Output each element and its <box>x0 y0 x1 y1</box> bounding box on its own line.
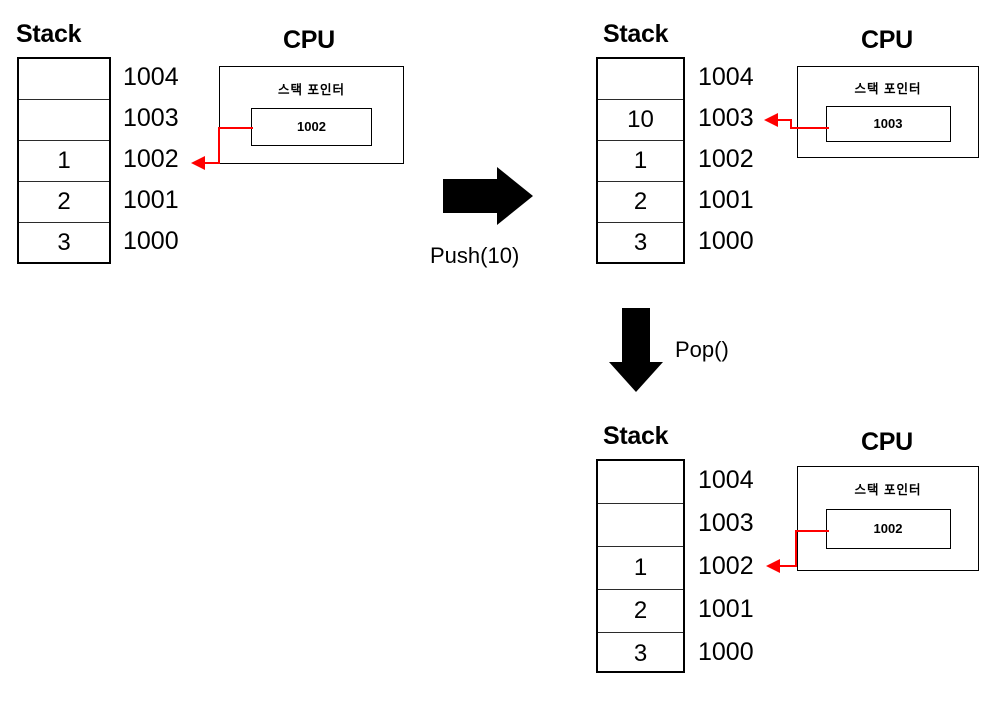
stack-cell: 1 <box>19 141 109 182</box>
stack-cell <box>598 504 683 547</box>
state-before-cpu-title: CPU <box>283 26 335 54</box>
pop-transition-label: Pop() <box>675 337 729 362</box>
state-after-push-stack-table: 10 1 2 3 <box>596 57 685 264</box>
stack-pointer-label: 스택 포인터 <box>854 82 922 96</box>
stack-cell: 3 <box>57 229 71 256</box>
state-after-pop-cpu-title: CPU <box>861 428 913 456</box>
state-after-push-cpu-title: CPU <box>861 26 913 54</box>
address-label: 1004 <box>698 63 754 91</box>
stack-pointer-label: 스택 포인터 <box>278 83 345 97</box>
state-after-push-cpu-box: 스택 포인터 1003 <box>797 66 979 158</box>
stack-pointer-register: 1002 <box>251 108 372 146</box>
address-label: 1000 <box>698 227 754 255</box>
address-label: 1003 <box>123 104 179 132</box>
stack-cell: 2 <box>598 590 683 633</box>
stack-cell: 10 <box>598 100 683 141</box>
stack-pointer-register: 1002 <box>825 509 951 549</box>
address-label: 1000 <box>698 638 754 666</box>
push-transition-label: Push(10) <box>430 243 520 268</box>
stack-cell: 3 <box>633 640 648 667</box>
stack-cell: 1 <box>598 141 683 182</box>
state-before-stack-title: Stack <box>16 20 82 48</box>
stack-cell: 1 <box>598 547 683 590</box>
block-arrow-down-icon <box>609 308 663 392</box>
address-label: 1002 <box>698 552 754 580</box>
stack-cell <box>598 59 683 100</box>
address-label: 1003 <box>698 104 754 132</box>
address-label: 1000 <box>123 227 179 255</box>
address-label: 1001 <box>123 186 179 214</box>
address-label: 1004 <box>123 63 179 91</box>
state-after-pop-cpu-box: 스택 포인터 1002 <box>797 466 979 571</box>
state-after-pop-stack-title: Stack <box>603 422 669 450</box>
state-before-stack-table: 1 2 3 <box>17 57 111 264</box>
block-arrow-right-icon <box>443 167 533 225</box>
address-label: 1001 <box>698 595 754 623</box>
address-label: 1003 <box>698 509 754 537</box>
state-before-address-column: 1004 1003 1002 1001 1000 <box>123 57 213 262</box>
state-after-push-stack-title: Stack <box>603 20 669 48</box>
address-label: 1001 <box>698 186 754 214</box>
address-label: 1004 <box>698 466 754 494</box>
state-after-pop-address-column: 1004 1003 1002 1001 1000 <box>698 459 788 674</box>
state-after-pop-stack-table: 1 2 3 <box>596 459 685 673</box>
state-after-push-address-column: 1004 1003 1002 1001 1000 <box>698 57 788 262</box>
stack-cell: 2 <box>598 182 683 223</box>
stack-cell <box>19 59 109 100</box>
address-label: 1002 <box>698 145 754 173</box>
state-before-cpu-box: 스택 포인터 1002 <box>219 66 404 164</box>
address-label: 1002 <box>123 145 179 173</box>
stack-cell: 2 <box>19 182 109 223</box>
stack-pointer-register: 1003 <box>825 106 951 142</box>
stack-pointer-label: 스택 포인터 <box>854 483 922 497</box>
stack-cell: 3 <box>633 229 648 256</box>
stack-cell <box>19 100 109 141</box>
stack-cell <box>598 461 683 504</box>
